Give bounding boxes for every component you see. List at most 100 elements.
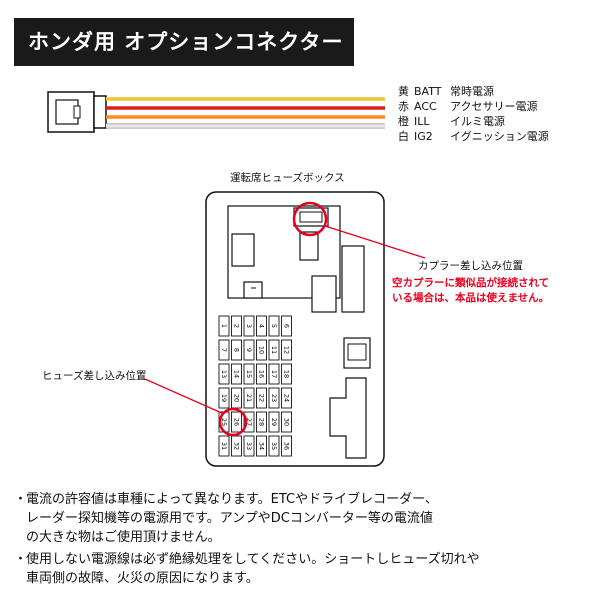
legend-code: ILL	[414, 115, 430, 128]
fuse-leader-line	[144, 378, 225, 415]
fuse-number: 10	[258, 346, 266, 354]
fuse-slot	[281, 435, 292, 457]
legend-desc: イグニッション電源	[450, 130, 549, 143]
fuse-number: 32	[233, 442, 241, 450]
fuse-number: 1	[220, 324, 228, 328]
fuse-slot	[281, 315, 292, 337]
fuse-number: 30	[283, 418, 291, 426]
legend-kanji: 黄	[398, 85, 409, 98]
wire-lines	[106, 97, 385, 129]
connector-plug	[47, 91, 107, 133]
fuse-number: 14	[233, 370, 241, 378]
fuse-slot	[231, 387, 242, 409]
fuse-number: 33	[245, 442, 253, 450]
note-item: ・ 使用しない電源線は必ず絶縁処理をしてください。ショートしヒューズ切れや 車両…	[14, 550, 480, 588]
fuse-number: 36	[283, 442, 291, 450]
fuse-number: 4	[258, 324, 266, 328]
note-item: ・ 電流の許容値は車種によって異なります。ETCやドライブレコーダー、 レーダー…	[14, 490, 480, 547]
fuse-number: 27	[245, 418, 253, 426]
legend-code: IG2	[414, 130, 433, 143]
fuse-number: 3	[245, 324, 253, 328]
fuse-number: 15	[245, 370, 253, 378]
fuse-number: 8	[233, 348, 241, 352]
fuse-number: 20	[233, 394, 241, 402]
fusebox-label: 運転席ヒューズボックス	[230, 172, 345, 184]
fuse-number: 22	[258, 394, 266, 402]
fuse-slot	[256, 315, 267, 337]
notes: ・ 電流の許容値は車種によって異なります。ETCやドライブレコーダー、 レーダー…	[14, 490, 480, 591]
fuse-number: 24	[283, 394, 291, 402]
fuse-slot	[268, 435, 280, 457]
fuse-number: 6	[283, 324, 291, 328]
fuse-number: 25	[220, 418, 228, 426]
legend-kanji: 橙	[398, 115, 409, 128]
fuse-number: 18	[283, 370, 291, 378]
fuse-slot	[243, 411, 255, 433]
coupler-position-label: カプラー差し込み位置	[418, 260, 523, 272]
fuse-slot	[268, 315, 280, 337]
note-line: 車両側の故障、火災の原因になります。	[26, 571, 259, 586]
fuse-number: 12	[283, 346, 291, 354]
fuse-number: 28	[258, 418, 266, 426]
fuse-slot	[268, 411, 280, 433]
fuse-number: 9	[245, 348, 253, 352]
warning-line: いる場合は、本品は使えません。	[392, 292, 550, 304]
fuse-slot	[243, 315, 255, 337]
coupler-leader-line	[324, 225, 426, 259]
fuse-slot	[231, 435, 242, 457]
fuse-slot	[268, 363, 280, 385]
fuse-slot	[231, 315, 242, 337]
legend-code: BATT	[414, 85, 442, 98]
fuse-number: 16	[258, 370, 266, 378]
fuse-slot	[243, 339, 255, 361]
note-line: 使用しない電源線は必ず絶縁処理をしてください。ショートしヒューズ切れや	[26, 552, 480, 567]
legend-row: 白 IG2 イグニッション電源	[398, 129, 549, 144]
bullet: ・	[14, 552, 28, 567]
fuse-number: 34	[258, 442, 266, 450]
fuse-number: 11	[270, 346, 278, 354]
warning-line: 空カプラーに類似品が接続されて	[392, 277, 550, 289]
fuse-number: 23	[270, 394, 278, 402]
fuse-slot	[256, 387, 267, 409]
fuse-slot	[231, 411, 242, 433]
fuse-highlight-circle	[218, 407, 248, 437]
fuse-slot	[243, 363, 255, 385]
fuse-slot	[218, 315, 230, 337]
fuse-number: 21	[245, 394, 253, 402]
fuse-number: 31	[220, 442, 228, 450]
fuse-slot	[268, 387, 280, 409]
fuse-number: 13	[220, 370, 228, 378]
warning-text: 空カプラーに類似品が接続されて いる場合は、本品は使えません。	[392, 276, 549, 306]
fuse-slot	[218, 363, 230, 385]
fuse-slot	[231, 339, 242, 361]
page-title: ホンダ用 オプションコネクター	[14, 18, 354, 66]
fuse-number: 5	[270, 324, 278, 328]
fuse-slot	[281, 387, 292, 409]
fuse-slot	[243, 387, 255, 409]
note-line: の大きな物はご使用頂けません。	[26, 530, 221, 545]
fuse-slot	[218, 339, 230, 361]
fuse-slot	[231, 363, 242, 385]
fuse-slot	[218, 387, 230, 409]
fuse-number: 19	[220, 394, 228, 402]
fuse-slot	[256, 435, 267, 457]
legend-kanji: 白	[398, 130, 409, 143]
fuse-number: 7	[220, 348, 228, 352]
fuse-number: 2	[233, 324, 241, 328]
note-line: 電流の許容値は車種によって異なります。ETCやドライブレコーダー、	[26, 492, 439, 507]
fuse-slot	[281, 363, 292, 385]
fuse-slot	[256, 339, 267, 361]
fuse-number: 29	[270, 418, 278, 426]
fuse-position-label: ヒューズ差し込み位置	[42, 370, 147, 382]
fuse-slot	[268, 339, 280, 361]
coupler-highlight-circle	[292, 201, 328, 237]
fuse-number: 17	[270, 370, 278, 378]
fuse-number: 35	[270, 442, 278, 450]
legend-kanji: 赤	[398, 100, 409, 113]
